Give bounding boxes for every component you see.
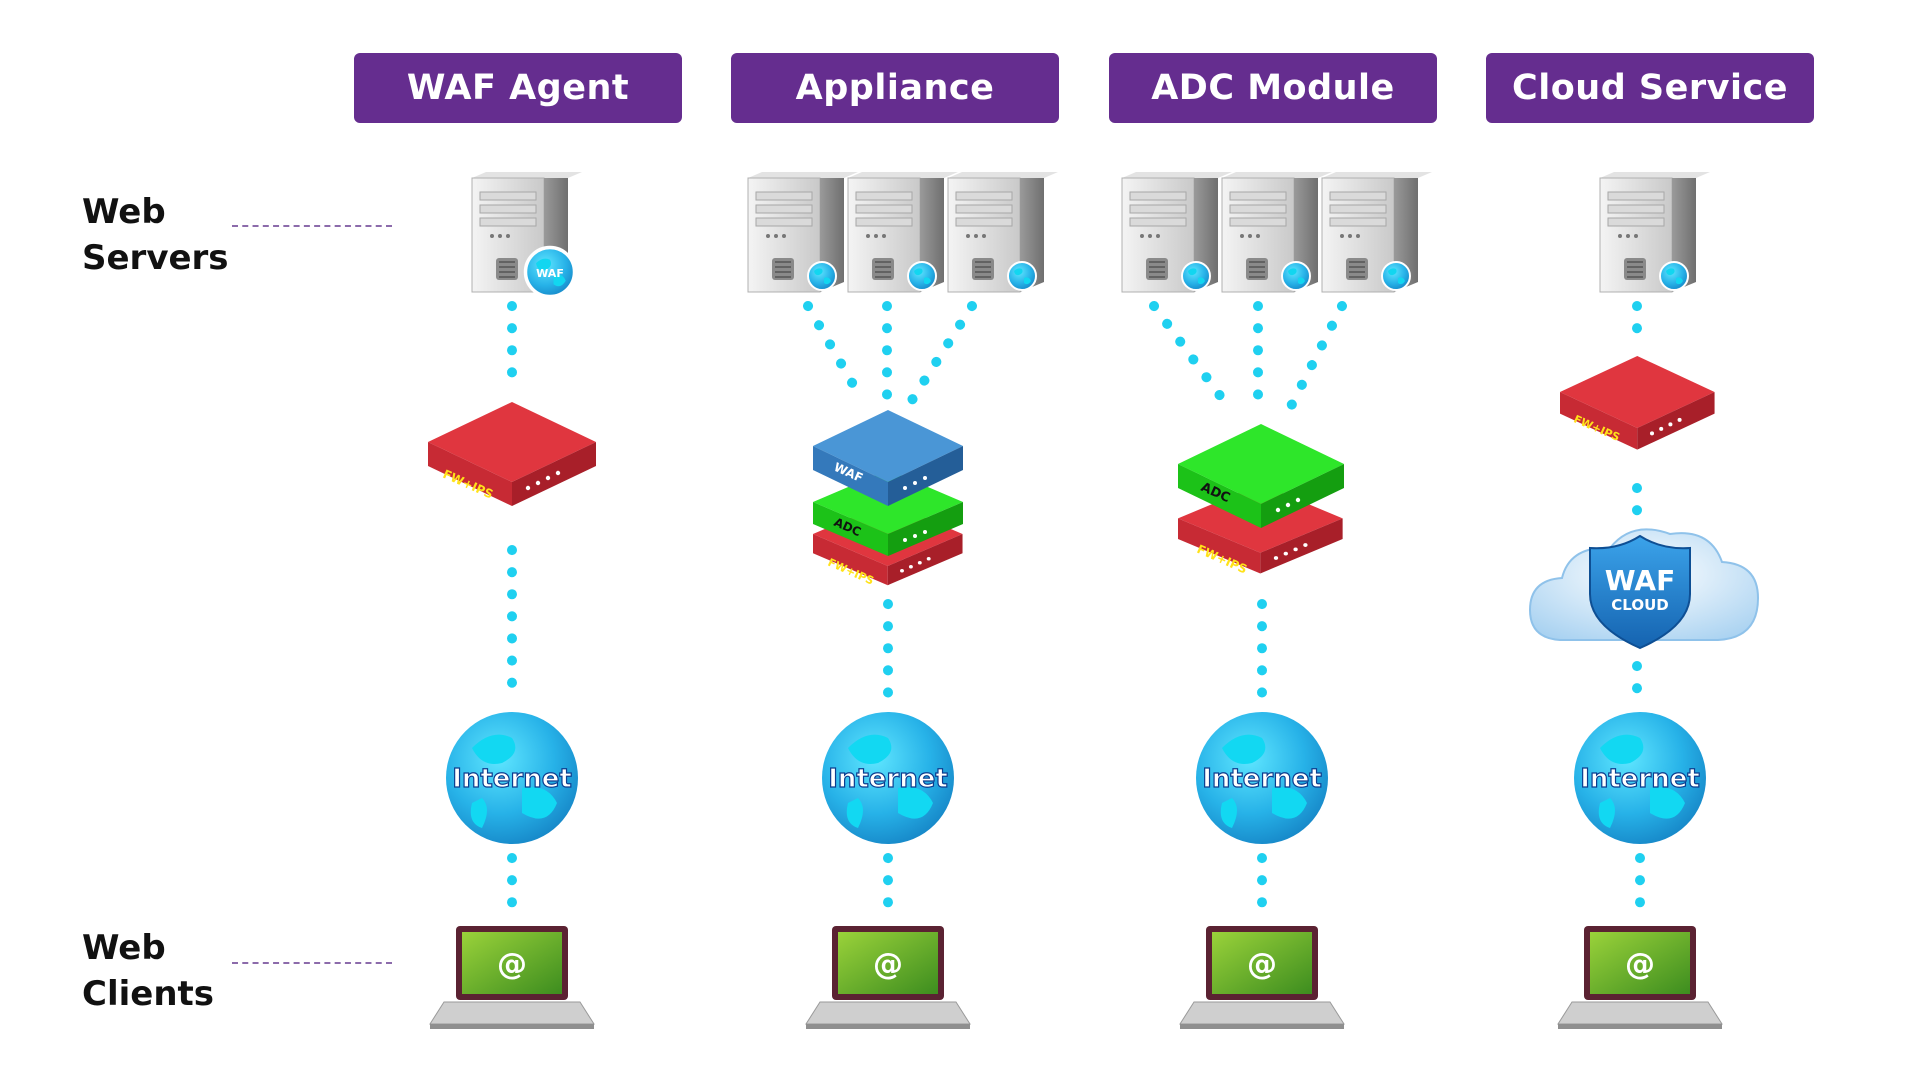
email-symbol: @ <box>1247 947 1277 982</box>
server-icon <box>947 171 1059 293</box>
column-header-adc-module: ADC Module <box>1109 53 1437 123</box>
server-icon <box>1321 171 1433 293</box>
connector-line <box>1283 301 1347 417</box>
row-guide-line <box>232 962 392 964</box>
column-header-waf-agent: WAF Agent <box>354 53 682 123</box>
waf-cloud-label-bottom: CLOUD <box>1611 596 1668 614</box>
internet-globe-icon: Internet <box>1574 712 1706 844</box>
connector-line <box>907 301 977 405</box>
row-label-line: Web <box>82 928 166 968</box>
column-header-cloud-service: Cloud Service <box>1486 53 1814 123</box>
server-icon <box>1599 171 1711 293</box>
laptop-icon: @ <box>429 926 595 1029</box>
row-label-web-clients: Web Clients <box>82 925 214 1017</box>
adc-stack: FW+IPS ADC <box>1178 424 1344 576</box>
internet-label: Internet <box>452 764 572 794</box>
waf-appliance-icon: WAF <box>813 410 963 506</box>
internet-label: Internet <box>828 764 948 794</box>
globe-mini-icon <box>1181 261 1211 291</box>
laptop-icon: @ <box>1179 926 1345 1029</box>
row-guide-line <box>232 225 392 227</box>
server-icon <box>1121 171 1233 293</box>
internet-globe-icon: Internet <box>446 712 578 844</box>
globe-mini-icon <box>807 261 837 291</box>
server-icon <box>847 171 959 293</box>
laptop-icon: @ <box>805 926 971 1029</box>
waf-cloud-icon: WAF CLOUD <box>1528 528 1760 650</box>
column-header-appliance: Appliance <box>731 53 1059 123</box>
globe-mini-icon <box>907 261 937 291</box>
server-icon <box>747 171 859 293</box>
connector-line <box>1149 301 1237 417</box>
connectors <box>507 301 1645 911</box>
laptop-icon: @ <box>1557 926 1723 1029</box>
internet-label: Internet <box>1202 764 1322 794</box>
email-symbol: @ <box>873 947 903 982</box>
email-symbol: @ <box>497 947 527 982</box>
row-label-web-servers: Web Servers <box>82 189 229 281</box>
waf-cloud-label-top: WAF <box>1605 564 1675 597</box>
firewall-ips-icon: FW+IPS <box>1560 356 1715 450</box>
internet-globe-icon: Internet <box>1196 712 1328 844</box>
server-icon <box>1221 171 1333 293</box>
waf-badge-label: WAF <box>536 267 564 280</box>
connector-line <box>803 301 867 405</box>
appliance-stack: FW+IPS ADC WAF <box>813 410 963 588</box>
row-label-line: Clients <box>82 974 215 1014</box>
globe-mini-icon <box>1381 261 1411 291</box>
row-label-line: Servers <box>82 238 229 278</box>
adc-module-icon: ADC <box>1178 424 1344 528</box>
internet-globe-icon: Internet <box>822 712 954 844</box>
globe-mini-icon <box>1281 261 1311 291</box>
email-symbol: @ <box>1625 947 1655 982</box>
globe-mini-icon <box>1007 261 1037 291</box>
row-label-line: Web <box>82 192 166 232</box>
firewall-ips-icon: FW+IPS <box>428 402 596 506</box>
internet-label: Internet <box>1580 764 1700 794</box>
globe-mini-icon <box>1659 261 1689 291</box>
waf-agent-badge-icon: WAF <box>523 245 577 299</box>
